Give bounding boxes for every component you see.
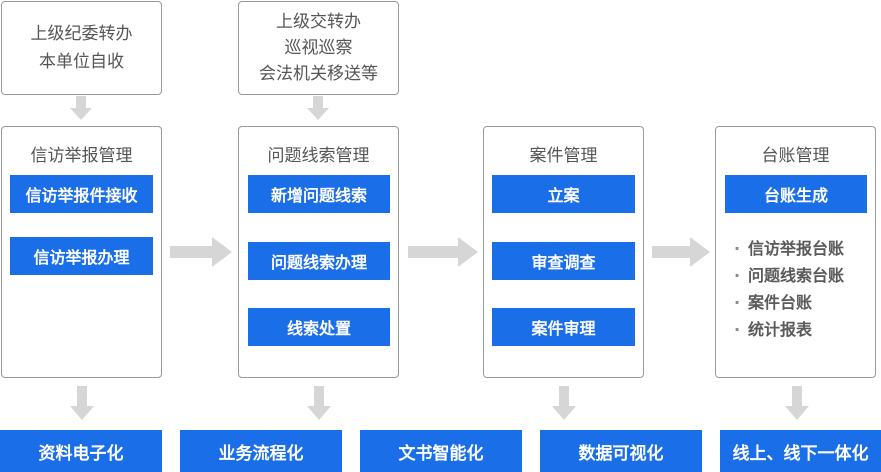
- source-box-2: 上级交转办 巡视巡察 会法机关移送等: [238, 1, 399, 95]
- down-arrow-icon: [70, 386, 94, 420]
- source-2-line-1: 上级交转办: [276, 12, 361, 32]
- outcome-document-ai: 文书智能化: [360, 430, 522, 472]
- right-arrow-icon: [652, 237, 710, 267]
- source-box-1: 上级纪委转办 本单位自收: [1, 1, 162, 95]
- outcome-visualization: 数据可视化: [540, 430, 702, 472]
- list-item: 案件台账: [734, 289, 844, 316]
- right-arrow-icon: [170, 237, 232, 267]
- outcome-process: 业务流程化: [180, 430, 342, 472]
- file-case-button[interactable]: 立案: [492, 175, 635, 213]
- petition-handle-button[interactable]: 信访举报办理: [10, 237, 153, 275]
- down-arrow-icon: [70, 96, 92, 120]
- right-arrow-icon: [408, 237, 478, 267]
- ledger-generate-button[interactable]: 台账生成: [725, 175, 867, 213]
- source-2-line-2: 巡视巡察: [284, 38, 353, 58]
- list-item: 问题线索台账: [734, 262, 844, 289]
- panel-title: 案件管理: [529, 146, 598, 166]
- panel-title: 信访举报管理: [30, 146, 133, 166]
- outcome-digitization: 资料电子化: [0, 430, 162, 472]
- new-clue-button[interactable]: 新增问题线索: [248, 175, 390, 213]
- outcome-integration: 线上、线下一体化: [720, 430, 881, 472]
- list-item: 信访举报台账: [734, 235, 844, 262]
- down-arrow-icon: [307, 96, 329, 120]
- panel-clue-management: 问题线索管理 新增问题线索 问题线索办理 线索处置: [238, 126, 399, 378]
- clue-disposal-button[interactable]: 线索处置: [248, 308, 390, 346]
- down-arrow-icon: [552, 386, 576, 420]
- source-2-line-3: 会法机关移送等: [259, 64, 378, 84]
- down-arrow-icon: [785, 386, 809, 420]
- clue-handle-button[interactable]: 问题线索办理: [248, 242, 390, 280]
- panel-ledger-management: 台账管理 台账生成 信访举报台账 问题线索台账 案件台账 统计报表: [715, 126, 876, 378]
- panel-title: 台账管理: [761, 146, 830, 166]
- panel-title: 问题线索管理: [267, 146, 370, 166]
- panel-petition-management: 信访举报管理 信访举报件接收 信访举报办理: [1, 126, 162, 378]
- down-arrow-icon: [307, 386, 331, 420]
- list-item: 统计报表: [734, 316, 844, 343]
- investigation-button[interactable]: 审查调查: [492, 242, 635, 280]
- case-trial-button[interactable]: 案件审理: [492, 308, 635, 346]
- panel-case-management: 案件管理 立案 审查调查 案件审理: [483, 126, 644, 378]
- petition-receive-button[interactable]: 信访举报件接收: [10, 175, 153, 213]
- source-1-line-1: 上级纪委转办: [30, 24, 133, 44]
- source-1-line-2: 本单位自收: [39, 52, 124, 72]
- ledger-list: 信访举报台账 问题线索台账 案件台账 统计报表: [734, 235, 844, 343]
